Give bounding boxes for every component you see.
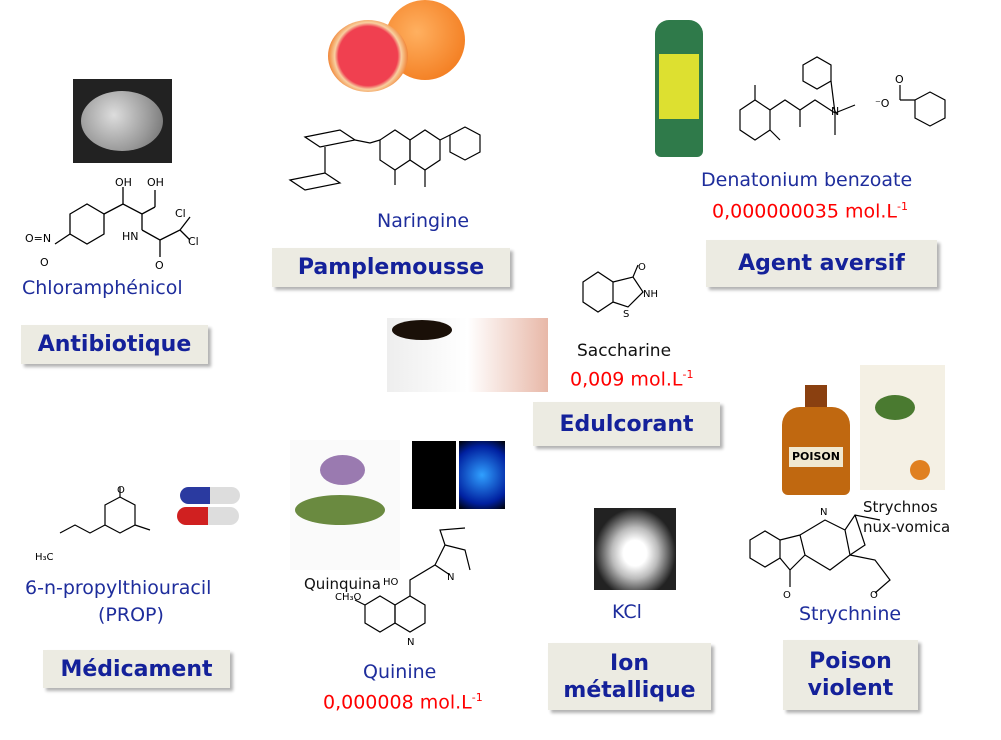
quinquina-plant-image	[290, 440, 400, 570]
svg-text:NH: NH	[643, 289, 658, 300]
concentration-value: 0,009 mol.L	[570, 368, 683, 391]
svg-text:O: O	[638, 262, 646, 273]
svg-text:O: O	[870, 590, 878, 600]
saccharine-label: Saccharine	[577, 341, 672, 361]
quinine-fluorescence-image	[459, 441, 505, 509]
quinine-label: Quinine	[363, 661, 437, 683]
svg-text:Cl: Cl	[175, 207, 186, 220]
svg-text:O=N: O=N	[25, 232, 51, 245]
category-label: Poison violent	[807, 649, 894, 701]
svg-text:O: O	[40, 256, 49, 269]
strychnos-plant-image	[860, 365, 945, 490]
nux-vomica-label: nux-vomica	[863, 518, 951, 536]
category-antibiotique: Antibiotique	[21, 325, 208, 364]
denatonium-concentration: 0,000000035 mol.L-1	[712, 200, 908, 222]
chloramphenicol-label: Chloramphénicol	[22, 277, 183, 299]
naringine-label: Naringine	[377, 210, 470, 232]
strychnine-structure: N O O	[745, 505, 935, 601]
bitrex-bottle-image	[655, 20, 703, 157]
denatonium-benzoate-label: Denatonium benzoate	[701, 169, 913, 191]
strychnine-label: Strychnine	[799, 603, 902, 625]
svg-text:OH: OH	[115, 176, 132, 189]
kcl-label: KCl	[612, 601, 642, 623]
svg-text:HN: HN	[122, 230, 139, 243]
quinquina-label: Quinquina	[304, 575, 381, 593]
petri-dish-image	[73, 79, 172, 163]
saccharine-structure: O NH S	[578, 262, 668, 332]
prop-abbreviation: (PROP)	[98, 604, 164, 626]
kcl-powder-image	[594, 508, 676, 590]
svg-text:O: O	[117, 485, 125, 496]
exponent: -1	[682, 368, 694, 381]
svg-text:Cl: Cl	[188, 235, 199, 248]
poison-bottle-image: POISON	[777, 385, 855, 495]
naringine-structure	[265, 115, 495, 215]
svg-text:OH: OH	[147, 176, 164, 189]
svg-text:HO: HO	[383, 577, 399, 588]
prop-full-name: 6-n-propylthiouracil	[25, 577, 212, 599]
poison-label: POISON	[789, 447, 843, 467]
svg-text:N: N	[447, 572, 454, 583]
category-label: Ion métallique	[563, 650, 696, 703]
category-ion-metallique: Ion métallique	[548, 643, 711, 710]
svg-text:⁻O: ⁻O	[875, 97, 890, 110]
concentration-value: 0,000000035 mol.L	[712, 200, 897, 223]
svg-text:S: S	[623, 309, 629, 320]
strychnos-label: Strychnos	[863, 498, 938, 516]
quinine-glass-image	[412, 441, 456, 509]
svg-text:N: N	[407, 637, 414, 648]
quinine-structure: HO N CH₃O N	[335, 520, 505, 660]
prop-structure: O H₃C	[35, 485, 160, 565]
quinine-concentration: 0,000008 mol.L-1	[323, 691, 483, 713]
category-pamplemousse: Pamplemousse	[272, 248, 510, 287]
svg-text:H₃C: H₃C	[35, 552, 54, 563]
coffee-sweetener-image	[387, 318, 548, 392]
svg-text:CH₃O: CH₃O	[335, 592, 362, 603]
saccharine-concentration: 0,009 mol.L-1	[570, 368, 693, 390]
svg-text:O: O	[783, 590, 791, 600]
category-medicament: Médicament	[43, 650, 230, 688]
exponent: -1	[471, 691, 483, 704]
svg-text:N: N	[820, 507, 827, 518]
concentration-value: 0,000008 mol.L	[323, 691, 472, 714]
capsules-image	[175, 485, 245, 530]
svg-text:O: O	[155, 259, 164, 272]
grapefruit-image	[325, 0, 465, 113]
category-edulcorant: Edulcorant	[533, 402, 720, 446]
category-poison-violent: Poison violent	[783, 640, 918, 710]
svg-text:N: N	[831, 105, 839, 118]
denatonium-benzoate-structure: N ⁻O O	[735, 55, 950, 150]
svg-text:O: O	[895, 73, 904, 86]
category-agent-aversif: Agent aversif	[706, 240, 937, 287]
exponent: -1	[897, 200, 908, 213]
